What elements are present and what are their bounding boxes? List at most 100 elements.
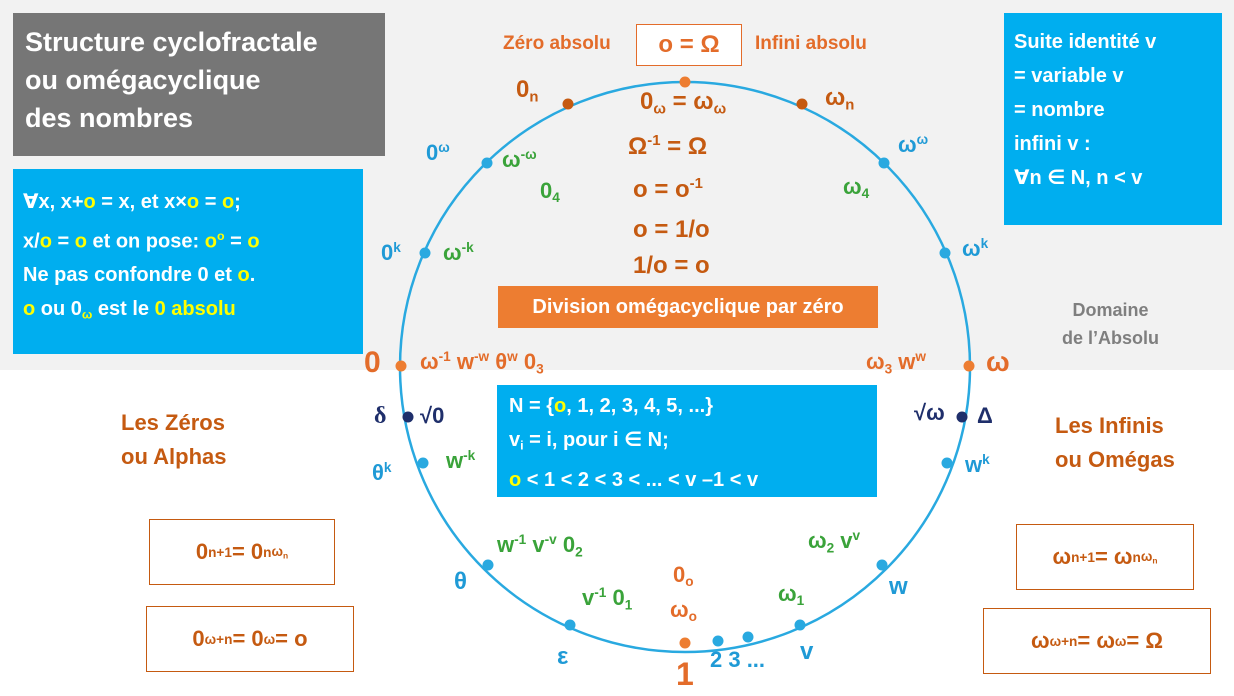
label-one: 1 [676, 656, 694, 692]
section-line: Les Infinis [1055, 413, 1164, 438]
label-term: v [834, 528, 853, 554]
formula-subscript: n [263, 544, 272, 560]
formula-term: ω [1052, 544, 1072, 569]
label-term: w [446, 448, 464, 474]
eq-term: = ω [665, 88, 714, 115]
formula-term: = 0 [232, 626, 264, 651]
label-omega-neg-omega: ω-ω [502, 147, 537, 173]
label-v: v [800, 638, 814, 665]
rule-text: x/ [23, 230, 40, 253]
label-bottom-sequence: 2 3 ... [710, 647, 766, 672]
label-term: ω [670, 597, 689, 622]
rule-line: ∀x, x+o = x, et x×o = o; [23, 185, 353, 219]
eq-term: o = o [633, 176, 690, 203]
label-term: ω [898, 132, 917, 158]
label-left-low: w-1 v-v 02 [497, 532, 583, 559]
label-superscript: ω [438, 140, 450, 155]
domaine-absolu-label: Domaine de l’Absolu [1062, 296, 1159, 352]
n-line: N = {o, 1, 2, 3, 4, 5, ...} [509, 389, 865, 423]
label-term: 0 [516, 76, 530, 103]
formula-subscript: ω+n [204, 631, 233, 647]
rule-text: = [199, 191, 222, 213]
eq-superscript: -1 [647, 133, 661, 150]
label-superscript: k [980, 236, 989, 251]
eq-term: = Ω [660, 133, 708, 160]
dot-zero-n [562, 98, 574, 110]
dot-omega-n [796, 98, 808, 110]
label-term: θ [489, 349, 508, 375]
rule-text: = [51, 230, 75, 253]
label-term: ω [420, 349, 439, 375]
rule-line: o ou 0ω est le 0 absolu [23, 292, 353, 332]
dot-v [794, 619, 806, 631]
absolute-zero-label: 0 absolu [154, 298, 236, 321]
rule-line: x/o = o et on pose: oo = o [23, 219, 353, 258]
label-Delta: Δ [977, 403, 993, 428]
absolute-zero-exponent: o [216, 229, 225, 243]
n-text: , 1, 2, 3, 4, 5, ...} [566, 395, 713, 417]
formula-subscript: ω+n [1049, 633, 1078, 649]
label-epsilon: ε [557, 643, 569, 670]
label-subscript: 4 [861, 186, 870, 202]
domaine-line: de l’Absolu [1062, 328, 1160, 348]
label-omega-neg-k: ω-k [443, 240, 474, 266]
formula-sup-sub: n [1152, 555, 1158, 566]
absolute-zero-symbol: o [554, 395, 567, 417]
center-equation-1: 0ω = ωω [640, 88, 726, 117]
formula-term: = ω [1094, 544, 1133, 569]
o-equals-omega-box: o = Ω [636, 24, 742, 66]
label-superscript: ω [916, 132, 929, 147]
rule-text: et on pose: [86, 230, 205, 253]
eq-subscript: ω [713, 101, 727, 118]
formula-subscript: n [1132, 549, 1141, 565]
absolute-zero-symbol: o [74, 230, 87, 253]
label-term: w [497, 532, 515, 558]
label-term: ω [443, 240, 462, 266]
label-term: 0 [606, 585, 625, 611]
label-v-neg-1: v-1 01 [582, 585, 632, 612]
formula-sup-sub: n [283, 550, 289, 561]
suite-line: infini v : [1014, 133, 1091, 155]
label-subscript: o [685, 574, 694, 590]
label-w-k: wk [965, 452, 990, 478]
rule-text: . [249, 264, 256, 287]
division-banner: Division omégacyclique par zéro [498, 286, 878, 328]
label-omega-1: ω1 [778, 581, 804, 608]
infini-absolu-label: Infini absolu [755, 33, 867, 54]
zero-absolu-label: Zéro absolu [503, 33, 611, 54]
infinis-omegas-label: Les Infinis ou Omégas [1055, 409, 1175, 477]
label-omega-omega: ωω [898, 132, 928, 158]
absolute-zero-symbol: o [237, 264, 250, 287]
label-superscript: w [507, 349, 518, 364]
section-line: ou Omégas [1055, 447, 1175, 472]
label-superscript: k [383, 460, 392, 475]
label-zero-4: 04 [540, 178, 560, 205]
dot-omega-k [939, 247, 951, 259]
section-line: ou Alphas [121, 444, 227, 469]
rules-box: ∀x, x+o = x, et x×o = o; x/o = o et on p… [13, 169, 363, 354]
suite-identity-box: Suite identité v = variable v = nombre i… [1004, 13, 1222, 225]
dot-zero-k [419, 247, 431, 259]
label-subscript: 2 [575, 544, 583, 560]
label-superscript: -ω [520, 147, 537, 162]
center-equation-2: Ω-1 = Ω [628, 133, 707, 161]
formula-term: 0 [195, 539, 209, 564]
natural-numbers-box: N = {o, 1, 2, 3, 4, 5, ...} vi = i, pour… [497, 385, 877, 497]
dot-w-k [941, 457, 953, 469]
label-term: ω [778, 581, 797, 606]
label-superscript: -k [461, 240, 474, 255]
dot-zero [395, 360, 407, 372]
formula-term: = Ω [1126, 628, 1164, 653]
rule-text: = x, et x× [95, 191, 187, 213]
eq-superscript: -1 [689, 176, 703, 193]
label-right-row: ω3 ww [866, 349, 926, 376]
label-subscript: 3 [536, 361, 544, 377]
title-line: Structure cyclofractale [25, 27, 318, 57]
label-zero-w: 0ω [426, 140, 450, 166]
label-superscript: w [915, 349, 927, 364]
label-subscript: 1 [624, 597, 633, 613]
label-term: ω [825, 84, 846, 111]
